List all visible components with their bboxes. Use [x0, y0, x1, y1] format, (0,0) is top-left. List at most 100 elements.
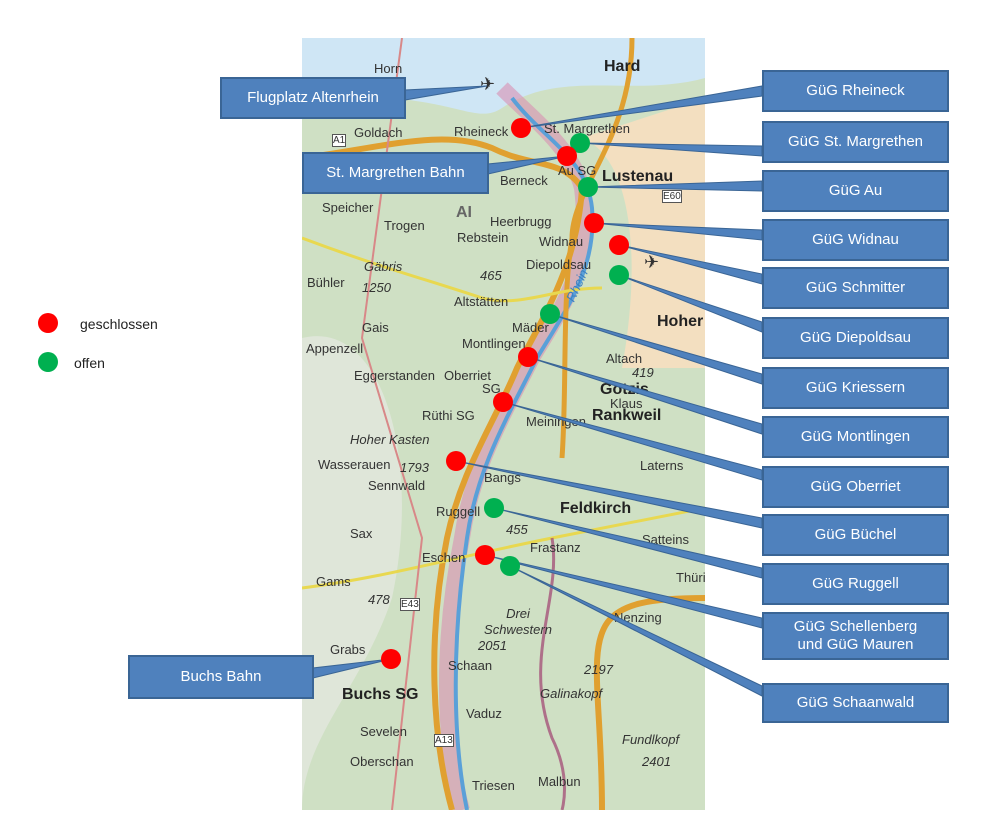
- place-label: Vaduz: [466, 706, 502, 721]
- place-label: Speicher: [322, 200, 374, 215]
- place-label: Oberschan: [350, 754, 414, 769]
- legend-closed-label: geschlossen: [80, 316, 158, 332]
- place-label: Mäder: [512, 320, 549, 335]
- road-sign: A13: [434, 734, 454, 747]
- place-label: Buchs SG: [342, 686, 419, 703]
- place-label: Schaan: [448, 658, 493, 673]
- road-sign: E43: [400, 598, 420, 611]
- airplane-icon: ✈: [644, 252, 660, 272]
- place-label: Grabs: [330, 642, 366, 657]
- place-label: Rebstein: [457, 230, 509, 245]
- place-label: 1250: [362, 280, 391, 295]
- callout-ruggell: GüG Ruggell: [762, 563, 949, 605]
- place-label: 478: [368, 592, 390, 607]
- place-label: Sax: [350, 526, 373, 541]
- place-label: Rankweil: [592, 407, 662, 424]
- place-label: Goldach: [354, 125, 403, 140]
- pointer-flugplatz: [404, 85, 488, 101]
- callout-rheineck: GüG Rheineck: [762, 70, 949, 112]
- place-label: Lustenau: [602, 168, 674, 185]
- place-label: 455: [506, 522, 528, 537]
- callout-schellenberg-mauren: GüG Schellenberg und GüG Mauren: [762, 612, 949, 660]
- road-sign: A1: [332, 134, 347, 147]
- place-label: Hard: [604, 58, 641, 75]
- place-label: 1793: [400, 460, 429, 475]
- place-label: Bangs: [484, 470, 521, 485]
- place-label: Gäbris: [364, 259, 403, 274]
- place-label: Au SG: [558, 163, 597, 178]
- place-label: Altstätten: [454, 294, 509, 309]
- place-label: Oberriet: [444, 368, 491, 383]
- pointer-au: [587, 180, 763, 192]
- place-label: Drei Schwestern: [484, 606, 552, 637]
- pointer-st-margrethen-bahn: [487, 155, 568, 175]
- pointer-buechel: [455, 460, 763, 529]
- place-label: Triesen: [472, 778, 515, 793]
- road-sign: E60: [662, 190, 682, 203]
- pointer-diepoldsau: [618, 274, 763, 333]
- place-label: Götzis: [600, 381, 649, 398]
- status-dot-closed: [381, 649, 401, 669]
- place-label: Satteins: [642, 532, 689, 547]
- place-label: Gais: [362, 320, 389, 335]
- place-label: Berneck: [500, 173, 548, 188]
- place-label: Montlingen: [462, 336, 526, 351]
- pointer-buchs-bahn: [312, 658, 392, 679]
- legend-open-dot: [38, 352, 58, 372]
- pointer-schmitter: [618, 244, 763, 285]
- status-dot-closed: [518, 347, 538, 367]
- place-label: Hoher: [657, 313, 704, 330]
- place-label: Trogen: [384, 218, 425, 233]
- place-label: Heerbrugg: [490, 214, 552, 229]
- status-dot-open: [570, 133, 590, 153]
- callout-kriessern: GüG Kriessern: [762, 367, 949, 409]
- pointer-schaanwald: [509, 565, 763, 697]
- place-label: Widnau: [539, 234, 584, 249]
- place-label: Rüthi SG: [422, 408, 475, 423]
- status-dot-closed: [557, 146, 577, 166]
- place-label: Meiningen: [526, 414, 586, 429]
- urban-area: [582, 98, 705, 368]
- status-dot-open: [609, 265, 629, 285]
- place-label: Feldkirch: [560, 500, 632, 517]
- pointer-st-margrethen: [579, 142, 763, 157]
- place-label: 2401: [642, 754, 671, 769]
- place-label: Eggerstanden: [354, 368, 435, 383]
- callout-oberriet: GüG Oberriet: [762, 466, 949, 508]
- place-label: Fundlkopf: [622, 732, 680, 747]
- legend-closed-dot: [38, 313, 58, 333]
- place-label: Laterns: [640, 458, 684, 473]
- place-label: Sevelen: [360, 724, 407, 739]
- place-label: Bühler: [307, 275, 345, 290]
- place-label: Hoher Kasten: [350, 432, 430, 447]
- status-dot-open: [500, 556, 520, 576]
- place-label: Diepoldsau: [526, 257, 592, 272]
- status-dot-closed: [475, 545, 495, 565]
- place-label: Klaus: [610, 396, 643, 411]
- callout-schmitter: GüG Schmitter: [762, 267, 949, 309]
- mountain-area: [302, 336, 402, 810]
- place-label: Altach: [606, 351, 643, 366]
- place-label: AI: [456, 204, 472, 221]
- callout-flugplatz-altenrhein: Flugplatz Altenrhein: [220, 77, 406, 119]
- place-label: Horn: [374, 61, 403, 76]
- status-dot-closed: [446, 451, 466, 471]
- place-label: Galinakopf: [540, 686, 603, 701]
- callout-montlingen: GüG Montlingen: [762, 416, 949, 458]
- place-label: 2051: [478, 638, 507, 653]
- place-label: 419: [632, 365, 654, 380]
- place-label: St. Margrethen: [544, 121, 630, 136]
- place-label: Thüri: [676, 570, 705, 585]
- pointer-rheineck: [520, 85, 763, 129]
- legend-open-label: offen: [74, 355, 105, 371]
- callout-au: GüG Au: [762, 170, 949, 212]
- status-dot-open: [578, 177, 598, 197]
- place-label: Appenzell: [306, 341, 364, 356]
- place-label: 465: [480, 268, 502, 283]
- callout-st-margrethen: GüG St. Margrethen: [762, 121, 949, 163]
- status-dot-closed: [609, 235, 629, 255]
- callout-widnau: GüG Widnau: [762, 219, 949, 261]
- callout-buchs-bahn: Buchs Bahn: [128, 655, 314, 699]
